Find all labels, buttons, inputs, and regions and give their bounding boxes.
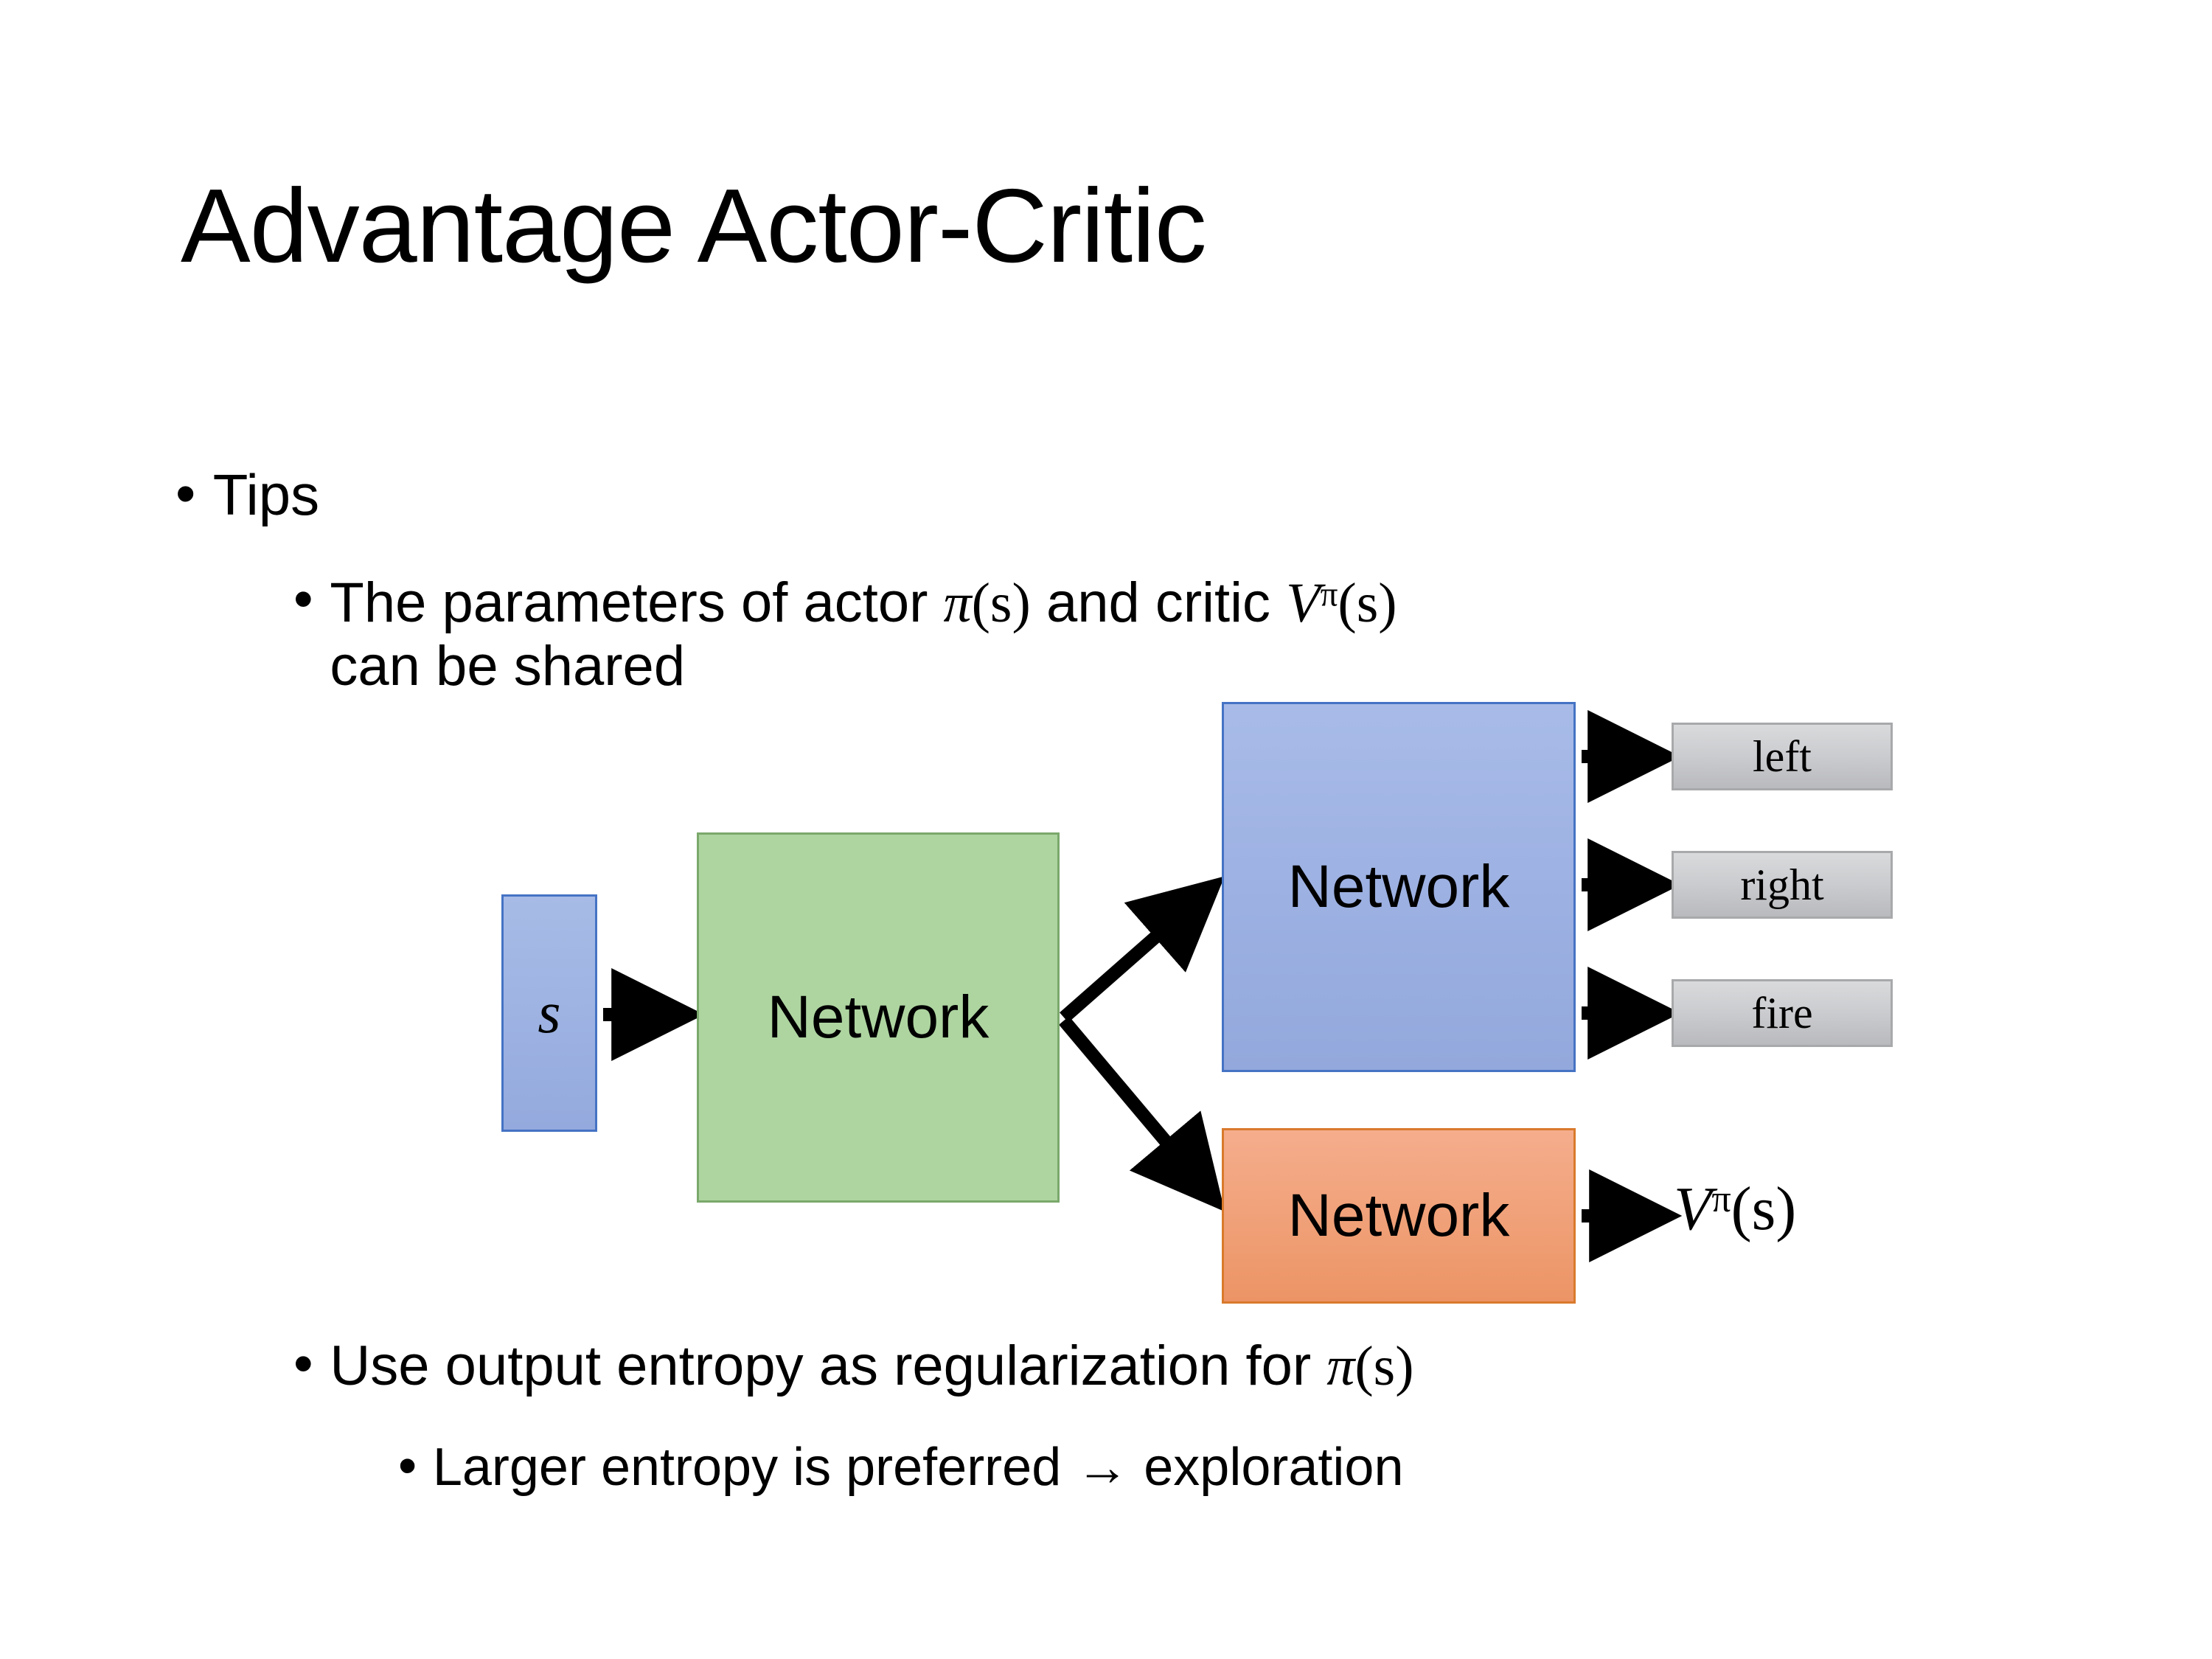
diagram-output-action-left[interactable]: left bbox=[1672, 723, 1893, 790]
entropy-text: Use output entropy as regularization for bbox=[330, 1335, 1327, 1397]
pi-argument: (s) bbox=[1354, 1335, 1414, 1397]
shared-network-label: Network bbox=[767, 984, 990, 1051]
bullet-marker-icon: • bbox=[175, 461, 196, 526]
v-argument: (s) bbox=[1338, 572, 1397, 634]
bullet-marker-icon: • bbox=[293, 568, 313, 630]
critic-network-label: Network bbox=[1287, 1182, 1510, 1249]
action-left-label: left bbox=[1753, 731, 1812, 781]
parameters-text-middle: and critic bbox=[1030, 571, 1287, 634]
diagram-output-action-right[interactable]: right bbox=[1672, 851, 1893, 919]
bullet-marker-icon: • bbox=[398, 1436, 417, 1495]
bullet-larger-entropy: • Larger entropy is preferred → explorat… bbox=[398, 1439, 2168, 1497]
bullet-parameters-text: The parameters of actor π(s) and critic … bbox=[330, 571, 2063, 698]
arrow-shared-to-critic bbox=[1059, 1016, 1225, 1212]
pi-symbol: π(s) bbox=[1326, 1335, 1414, 1397]
action-right-label: right bbox=[1740, 860, 1824, 909]
bullet-entropy-regularization: • Use output entropy as regularization f… bbox=[293, 1332, 2063, 1397]
actor-network-label: Network bbox=[1287, 853, 1510, 920]
diagram-node-shared-network[interactable]: Network bbox=[697, 832, 1060, 1203]
v-superscript: π bbox=[1320, 575, 1338, 614]
diagram-node-state-input[interactable]: s bbox=[501, 894, 597, 1132]
bullet-larger-entropy-label: Larger entropy is preferred → exploratio… bbox=[432, 1438, 1404, 1497]
parameters-text-line2: can be shared bbox=[330, 635, 686, 698]
page-title: Advantage Actor-Critic bbox=[181, 167, 1207, 285]
bullet-tips: • Tips bbox=[175, 465, 319, 526]
value-function-argument: (s) bbox=[1731, 1175, 1797, 1243]
bullet-entropy-text: Use output entropy as regularization for… bbox=[330, 1335, 2063, 1397]
state-input-label: s bbox=[538, 980, 561, 1046]
bullet-tips-label: Tips bbox=[212, 462, 320, 527]
diagram-output-value-function: Vπ(s) bbox=[1674, 1172, 1796, 1245]
bullet-marker-icon: • bbox=[293, 1332, 313, 1395]
diagram-node-critic-network[interactable]: Network bbox=[1222, 1128, 1576, 1304]
action-fire-label: fire bbox=[1751, 988, 1813, 1037]
diagram-output-action-fire[interactable]: fire bbox=[1672, 979, 1893, 1047]
v-pi-symbol: Vπ(s) bbox=[1286, 572, 1397, 634]
value-function-symbol: Vπ(s) bbox=[1674, 1175, 1797, 1243]
pi-symbol: π(s) bbox=[943, 572, 1031, 634]
parameters-text-before: The parameters of actor bbox=[330, 571, 944, 634]
bullet-parameters-shared: • The parameters of actor π(s) and criti… bbox=[293, 571, 2063, 698]
pi-argument: (s) bbox=[971, 572, 1031, 634]
value-function-superscript: π bbox=[1711, 1178, 1731, 1221]
diagram-node-actor-network[interactable]: Network bbox=[1222, 702, 1576, 1072]
arrow-shared-to-actor bbox=[1060, 876, 1225, 1023]
